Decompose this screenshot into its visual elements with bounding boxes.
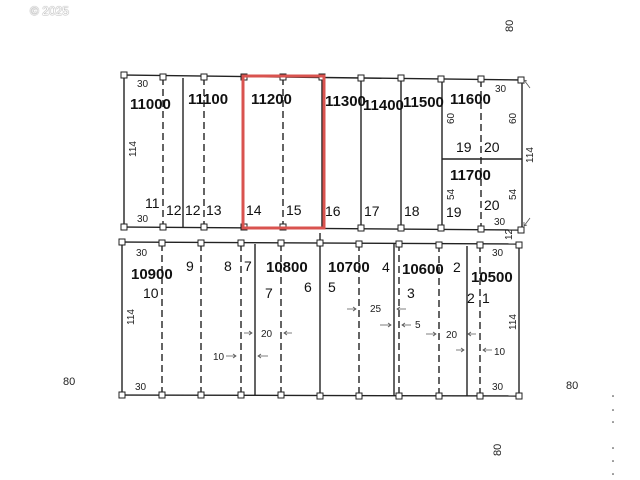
- lot-label: 20: [484, 139, 500, 155]
- street-width-right: 80: [566, 380, 578, 392]
- lot-label: 17: [364, 203, 380, 219]
- lot-label: 11: [145, 195, 160, 211]
- dimension-label: 30: [137, 79, 149, 90]
- dimension-label: 114: [508, 314, 519, 330]
- dimension-label: 30: [136, 248, 148, 259]
- lot-label: 10: [143, 285, 159, 301]
- north-block: 11000 11100 11200 11300 11400 11500 1160…: [120, 71, 536, 240]
- parcel-10900-label[interactable]: 10900: [131, 266, 173, 283]
- dimension-label: 20: [261, 329, 273, 340]
- copyright-label: © 2025: [30, 4, 69, 18]
- lot-label: 3: [407, 285, 415, 301]
- dimension-label: 30: [492, 248, 504, 259]
- parcel-11300-label[interactable]: 11300: [325, 93, 366, 110]
- lot-label: 4: [382, 259, 390, 275]
- street-width-left: 80: [63, 376, 75, 388]
- edge-dots: [612, 395, 614, 475]
- street-width-top: 80: [504, 20, 516, 32]
- dimension-label: 60: [508, 112, 519, 124]
- street-width-bottom: 80: [492, 444, 504, 456]
- lot-label: 8: [224, 258, 232, 274]
- parcel-11500-label[interactable]: 11500: [403, 94, 444, 111]
- dimension-label: 20: [446, 330, 458, 341]
- lot-label: 16: [325, 203, 341, 219]
- dimension-label: 30: [492, 382, 504, 393]
- dimension-label: 30: [135, 382, 147, 393]
- lot-label: 12: [185, 202, 201, 218]
- parcel-10500-label[interactable]: 10500: [471, 269, 513, 286]
- lot-label: 19: [446, 204, 462, 220]
- lot-label: 2: [467, 290, 475, 306]
- dimension-label: 12: [504, 228, 515, 240]
- parcel-11400-label[interactable]: 11400: [363, 97, 404, 114]
- dimension-label: 10: [494, 347, 506, 358]
- dimension-label: 60: [446, 112, 457, 124]
- lot-label: 7: [265, 285, 273, 301]
- parcel-10800-label[interactable]: 10800: [266, 259, 308, 276]
- south-block: 10900 10800 10700 10600 10500 10 9 8 7 7…: [118, 233, 523, 400]
- dimension-label: 10: [213, 352, 225, 363]
- dimension-label: 30: [494, 217, 506, 228]
- lot-label: 6: [304, 279, 312, 295]
- lot-label: 9: [186, 258, 194, 274]
- lot-label: 15: [286, 202, 302, 218]
- lot-label: 2: [453, 259, 461, 275]
- parcel-11000-label[interactable]: 11000: [130, 96, 171, 113]
- lot-label: 5: [328, 279, 336, 295]
- parcel-10600-label[interactable]: 10600: [402, 261, 444, 278]
- dimension-label: 5: [415, 320, 421, 331]
- lot-label: 20: [484, 197, 500, 213]
- lot-label: 1: [482, 290, 490, 306]
- parcel-11600-label[interactable]: 11600: [450, 91, 491, 108]
- dimension-label: 30: [137, 214, 149, 225]
- lot-label: 14: [246, 202, 262, 218]
- dimension-label: 114: [525, 147, 536, 163]
- lot-label: 12: [166, 202, 182, 218]
- dimension-label: 54: [508, 188, 519, 200]
- dimension-label: 30: [495, 84, 507, 95]
- parcel-10700-label[interactable]: 10700: [328, 259, 370, 276]
- highlighted-parcel-11200[interactable]: [241, 74, 326, 230]
- lot-label: 7: [244, 258, 252, 274]
- parcel-11700-label[interactable]: 11700: [450, 167, 491, 184]
- lot-label: 19: [456, 139, 472, 155]
- dimension-label: 25: [370, 304, 382, 315]
- lot-label: 13: [206, 202, 222, 218]
- parcel-11200-label[interactable]: 11200: [251, 91, 292, 108]
- dimension-label: 54: [446, 188, 457, 200]
- parcel-11100-label[interactable]: 11100: [188, 91, 228, 108]
- lot-label: 18: [404, 203, 420, 219]
- dimension-label: 114: [126, 309, 137, 325]
- dimension-label: 114: [128, 141, 139, 157]
